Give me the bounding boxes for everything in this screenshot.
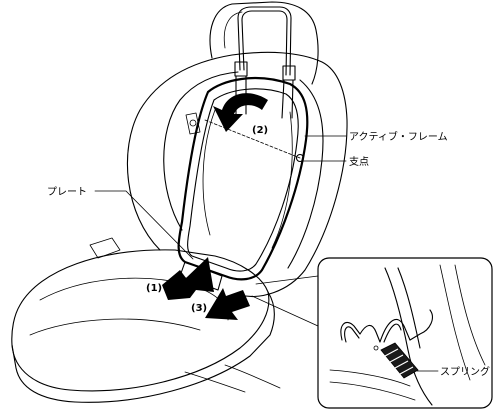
step-3-label: (3) [191, 303, 207, 314]
arrow-1 [162, 257, 214, 300]
step-1-label: (1) [146, 283, 162, 294]
arrow-2 [213, 93, 268, 132]
spring-coil [380, 342, 419, 379]
spring-label: スプリング [440, 365, 490, 378]
seat-cushion [11, 237, 281, 403]
active-frame [177, 77, 309, 281]
arrow-3 [205, 288, 250, 320]
detail-inset [317, 257, 493, 409]
active-frame-label: アクティブ・フレーム [349, 130, 448, 143]
callout-connector-top [255, 275, 319, 285]
plate-leader [94, 190, 194, 260]
headrest [209, 1, 319, 85]
pivot-label: 支点 [349, 156, 369, 168]
callout-connector-bottom [251, 295, 319, 327]
step-2-label: (2) [252, 125, 268, 136]
seat-back [126, 51, 348, 297]
plate-label: プレート [47, 186, 87, 198]
